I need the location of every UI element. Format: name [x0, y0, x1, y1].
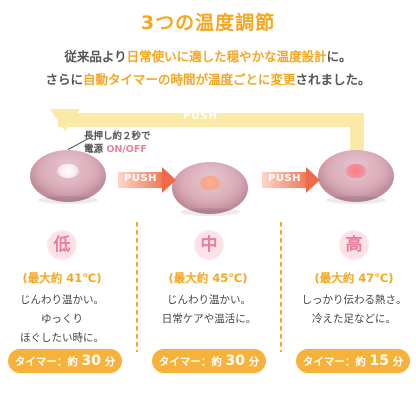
lead-highlight-1: 日常使いに適した穏やかな温度設計 [126, 49, 327, 64]
device-button-light-low [57, 164, 79, 178]
lead-line-1: 従来品より日常使いに適した穏やかな温度設計に。 [64, 49, 352, 64]
power-note-line-2: 電源 ON/OFF [84, 144, 147, 155]
description-line: ゆっくり [41, 313, 83, 325]
device-high[interactable] [318, 150, 394, 204]
description-high: しっかり伝わる熱さ。 冷えた足などに。 [292, 291, 416, 329]
description-line: ほぐしたい時に。 [20, 332, 104, 344]
description-line: しっかり伝わる熱さ。 [301, 294, 407, 306]
column-divider-2 [280, 222, 282, 352]
push-label-2: PUSH [268, 173, 302, 184]
max-temp-low: (最大約 41℃) [22, 271, 102, 285]
device-button-light-high [345, 164, 367, 178]
onoff-label: ON/OFF [106, 144, 147, 155]
power-note: 長押し約２秒で 電源 ON/OFF [84, 130, 151, 156]
level-badge-high: 高 [339, 230, 369, 260]
timer-minutes-high: 15 [369, 353, 389, 369]
timer-minutes-low: 30 [81, 353, 101, 369]
timer-pill-high: タイマー：約 15 分 [296, 349, 410, 373]
column-divider-1 [136, 222, 138, 352]
max-temp-high: (最大約 47℃) [314, 271, 394, 285]
page-title: 3つの温度調節 [140, 12, 276, 34]
timer-minutes-mid: 30 [225, 353, 245, 369]
timer-pill-mid: タイマー：約 30 分 [152, 349, 266, 373]
max-temp-mid: (最大約 45℃) [168, 271, 248, 285]
device-mid[interactable] [172, 162, 248, 216]
device-button-light-mid [199, 176, 221, 190]
description-line: 日常ケアや温活に。 [161, 313, 257, 325]
description-line: 冷えた足などに。 [312, 313, 396, 325]
level-badge-low: 低 [47, 230, 77, 260]
push-label-1: PUSH [124, 173, 158, 184]
description-mid: じんわり温かい。 日常ケアや温活に。 [147, 291, 271, 329]
device-low[interactable] [30, 150, 106, 204]
description-low: じんわり温かい。 ゆっくり ほぐしたい時に。 [0, 291, 124, 348]
lead-highlight-2: 自動タイマーの時間が温度ごとに変更 [82, 72, 296, 87]
description-line: じんわり温かい。 [20, 294, 104, 306]
level-badge-mid: 中 [194, 230, 224, 260]
lead-line-2: さらに自動タイマーの時間が温度ごとに変更されました。 [45, 72, 371, 87]
timer-pill-low: タイマー：約 30 分 [8, 349, 122, 373]
cycle-arrow-head [50, 109, 80, 131]
cycle-push-label: PUSH [183, 111, 219, 122]
power-note-line-1: 長押し約２秒で [84, 131, 151, 142]
cycle-arrow-top [58, 113, 364, 127]
description-line: じんわり温かい。 [167, 294, 251, 306]
